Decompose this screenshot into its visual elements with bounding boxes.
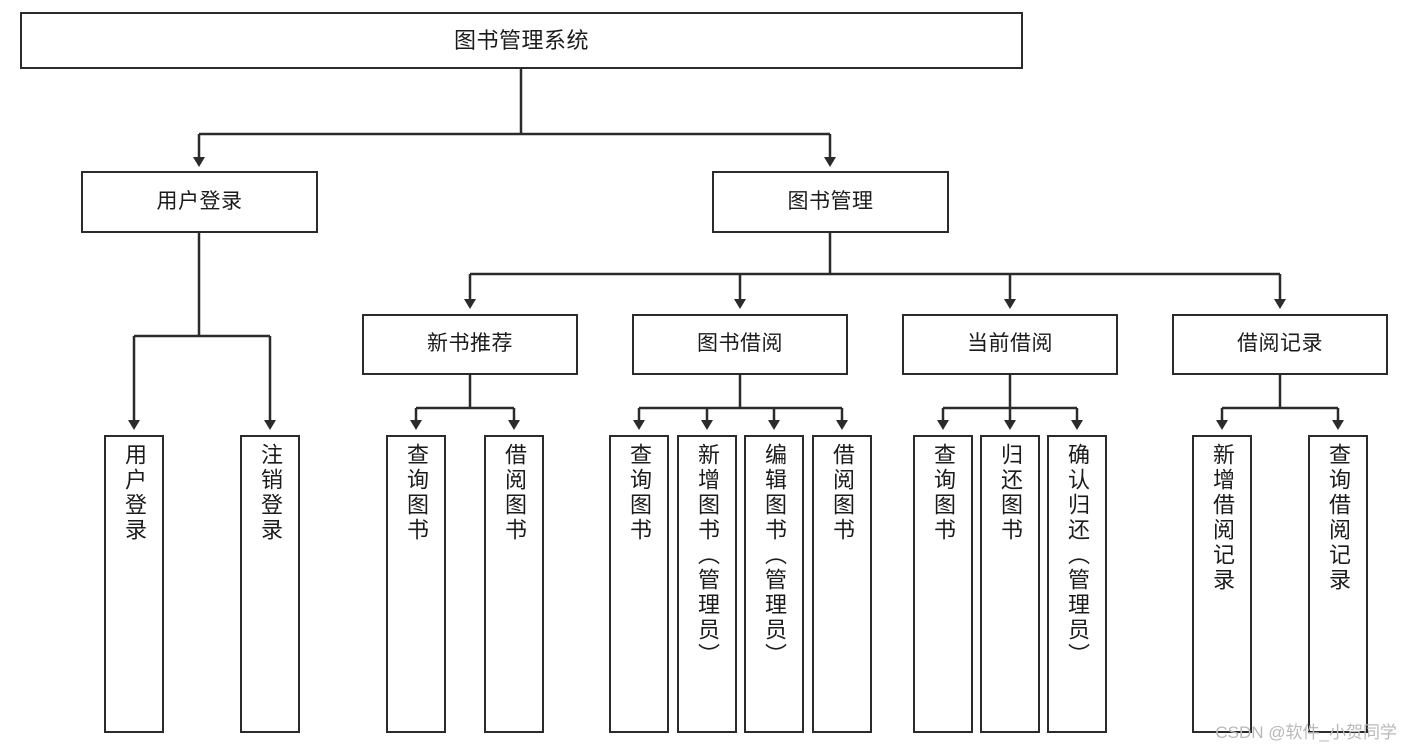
node-label: 新增图书（管理员） xyxy=(695,443,720,668)
node-borrow-record[interactable]: 借阅记录 xyxy=(1172,314,1388,375)
node-label: 图书管理 xyxy=(787,189,874,213)
leaf-add-book-admin[interactable]: 新增图书（管理员） xyxy=(677,435,737,733)
node-label: 新书推荐 xyxy=(427,332,513,356)
leaf-add-borrow-record[interactable]: 新增借阅记录 xyxy=(1192,435,1252,733)
leaf-user-login[interactable]: 用户登录 xyxy=(104,435,164,733)
node-book-management[interactable]: 图书管理 xyxy=(712,171,949,233)
leaf-borrow-book[interactable]: 借阅图书 xyxy=(812,435,872,733)
leaf-edit-book-admin[interactable]: 编辑图书（管理员） xyxy=(744,435,804,733)
node-label: 确认归还（管理员） xyxy=(1065,443,1090,668)
node-label: 借阅图书 xyxy=(502,443,527,543)
node-label: 借阅图书 xyxy=(830,443,855,543)
leaf-return-book[interactable]: 归还图书 xyxy=(980,435,1040,733)
leaf-logout[interactable]: 注销登录 xyxy=(240,435,300,733)
node-label: 借阅记录 xyxy=(1237,332,1323,356)
leaf-borrow-book-recommend[interactable]: 借阅图书 xyxy=(484,435,544,733)
leaf-query-borrow-record[interactable]: 查询借阅记录 xyxy=(1308,435,1368,733)
node-label: 图书管理系统 xyxy=(453,27,589,53)
node-label: 查询图书 xyxy=(627,443,652,543)
node-label: 用户登录 xyxy=(156,189,243,213)
node-new-book-recommend[interactable]: 新书推荐 xyxy=(362,314,578,375)
csdn-watermark: CSDN @软件_小贺同学 xyxy=(1215,723,1397,742)
node-label: 注销登录 xyxy=(258,443,283,543)
node-label: 查询借阅记录 xyxy=(1326,443,1351,593)
node-label: 图书借阅 xyxy=(697,332,783,356)
node-current-borrow[interactable]: 当前借阅 xyxy=(902,314,1118,375)
node-label: 编辑图书（管理员） xyxy=(762,443,787,668)
node-label: 查询图书 xyxy=(931,443,956,543)
node-book-borrow[interactable]: 图书借阅 xyxy=(632,314,848,375)
node-label: 新增借阅记录 xyxy=(1210,443,1235,593)
node-root-system[interactable]: 图书管理系统 xyxy=(20,12,1023,69)
node-label: 归还图书 xyxy=(998,443,1023,543)
node-label: 查询图书 xyxy=(404,443,429,543)
leaf-query-book-recommend[interactable]: 查询图书 xyxy=(386,435,446,733)
node-user-login[interactable]: 用户登录 xyxy=(81,171,318,233)
node-label: 当前借阅 xyxy=(967,332,1053,356)
leaf-query-book-borrow[interactable]: 查询图书 xyxy=(609,435,669,733)
leaf-query-book-current[interactable]: 查询图书 xyxy=(913,435,973,733)
leaf-confirm-return-admin[interactable]: 确认归还（管理员） xyxy=(1047,435,1107,733)
node-label: 用户登录 xyxy=(122,443,147,543)
